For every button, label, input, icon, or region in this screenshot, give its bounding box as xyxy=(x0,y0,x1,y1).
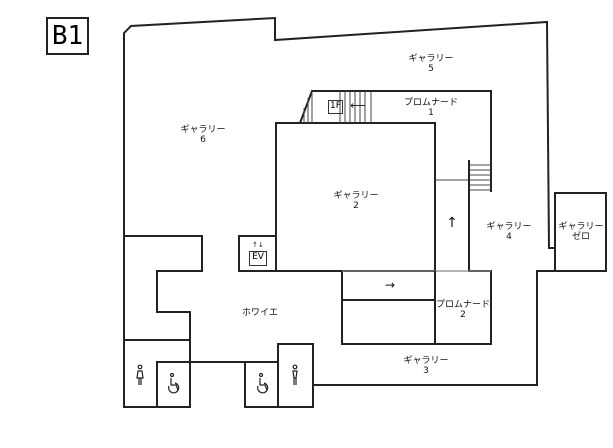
floor-label: B1 xyxy=(46,17,89,55)
direction-arrow-right: → xyxy=(384,278,396,292)
storage-room xyxy=(341,299,436,345)
elevator-arrows: ↑↓ xyxy=(252,241,264,249)
room-foyer[interactable]: ホワイエ xyxy=(242,308,278,318)
room-gallery-zero[interactable]: ギャラリーゼロ xyxy=(558,222,604,242)
west-block xyxy=(124,235,203,341)
outer-wall xyxy=(123,16,555,406)
promenade-1-wall xyxy=(299,90,492,192)
stairs-arrow-left: ⟵ xyxy=(350,99,366,112)
woman-icon xyxy=(136,364,144,385)
restroom-icons xyxy=(136,364,298,394)
restroom-accessible-1 xyxy=(156,361,191,408)
wheelchair-icon xyxy=(257,372,269,394)
wheelchair-icon xyxy=(168,372,180,394)
stairs-1f xyxy=(303,91,372,123)
gallery-zero-room xyxy=(554,192,607,272)
stairs-1f-sign: 1F xyxy=(328,100,343,114)
outer-wall-south xyxy=(313,270,555,386)
elevator-sign[interactable]: EV xyxy=(249,251,267,266)
stairs-east xyxy=(469,164,491,191)
direction-arrow-up: ↑ xyxy=(446,215,458,231)
man-icon xyxy=(292,364,298,385)
restroom-men xyxy=(277,343,314,408)
